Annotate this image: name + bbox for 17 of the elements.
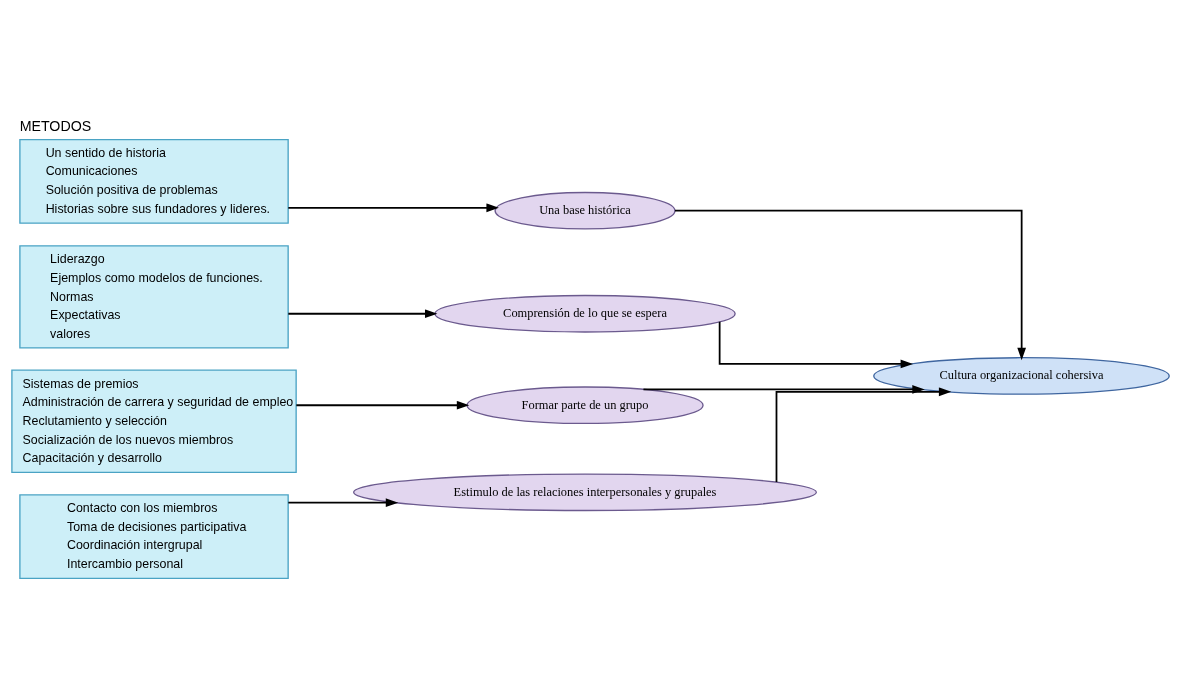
- node-box: Contacto con los miembros Toma de decisiones participativa Coordinación intergrupal Intercambio personal: [19, 494, 289, 580]
- arrow: [718, 320, 914, 369]
- diagram-title: METODOS: [19, 118, 92, 135]
- node-ellipse: Comprensión de lo que se espera: [434, 294, 736, 333]
- node-ellipse: Una base histórica: [494, 191, 676, 230]
- arrow: [287, 498, 399, 508]
- arrow: [642, 385, 925, 394]
- arrow: [287, 309, 438, 319]
- node-ellipse: Estimulo de las relaciones interpersonales y grupales: [353, 473, 817, 512]
- arrow: [775, 387, 952, 483]
- arrow: [674, 209, 1026, 361]
- arrow: [287, 203, 499, 213]
- arrow: [295, 400, 470, 410]
- node-ellipse: Formar parte de un grupo: [466, 386, 704, 425]
- node-box: Un sentido de historia Comunicaciones Solución positiva de problemas Historias sobre sus fundadores y lideres.: [19, 139, 289, 224]
- node-box: Sistemas de premios Administración de carrera y seguridad de empleo Reclutamiento y selección Socialización de los nuevos miembros Capacitación y desarrollo: [11, 369, 297, 473]
- node-box: Liderazgo Ejemplos como modelos de funciones. Normas Expectativas valores: [19, 245, 289, 349]
